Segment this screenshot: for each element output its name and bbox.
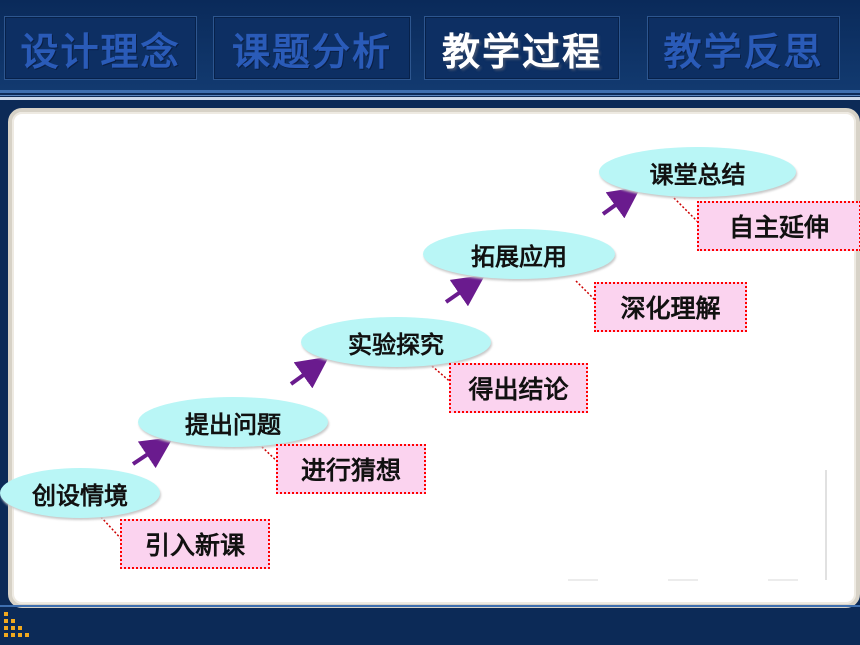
tab-topic-analysis[interactable]: 课题分析 — [213, 16, 411, 80]
tab-design-concept[interactable]: 设计理念 — [4, 16, 197, 80]
step-ellipse-4: 拓展应用 — [423, 229, 615, 279]
divider-line — [0, 90, 860, 93]
step-note-1: 引入新课 — [120, 519, 270, 569]
divider-line — [0, 605, 860, 607]
step-ellipse-3: 实验探究 — [301, 317, 491, 367]
arrow-step-1-2 — [131, 437, 174, 469]
step-note-4: 深化理解 — [594, 282, 747, 332]
divider-line — [0, 95, 860, 96]
step-ellipse-5: 课堂总结 — [599, 147, 796, 197]
tab-teaching-process[interactable]: 教学过程 — [424, 16, 620, 80]
step-note-5: 自主延伸 — [697, 201, 860, 251]
step-note-2: 进行猜想 — [276, 444, 426, 494]
arrow-step-4-5 — [601, 186, 641, 219]
divider-line — [0, 97, 860, 100]
step-ellipse-1: 创设情境 — [0, 468, 160, 518]
tab-teaching-reflection[interactable]: 教学反思 — [647, 16, 840, 80]
arrow-step-2-3 — [289, 356, 329, 389]
step-note-3: 得出结论 — [449, 363, 588, 413]
arrow-step-3-4 — [444, 274, 486, 307]
leader-line — [258, 443, 283, 467]
bottom-bar — [0, 608, 860, 645]
step-ellipse-2: 提出问题 — [138, 397, 328, 447]
